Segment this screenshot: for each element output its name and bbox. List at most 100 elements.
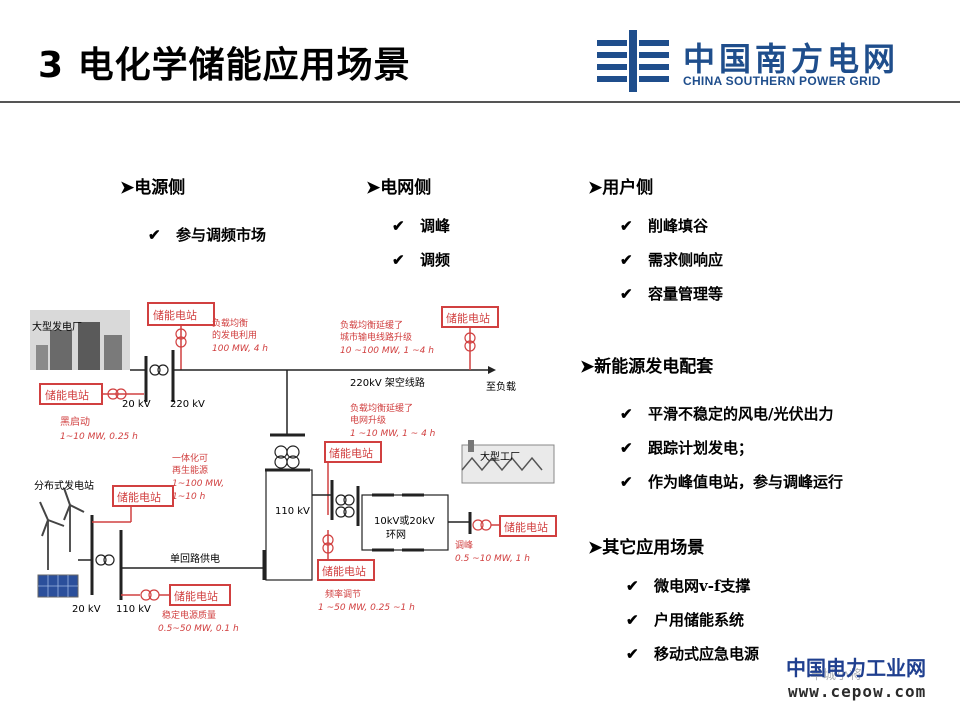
user-item-label: 需求侧响应	[648, 251, 724, 269]
other-item: ✔ 移动式应急电源	[626, 643, 759, 664]
source-item-label: 参与调频市场	[176, 226, 267, 244]
user-item: ✔ 容量管理等	[620, 283, 723, 304]
single-supply-label: 单回路供电	[170, 552, 220, 565]
distributed-label: 分布式发电站	[34, 479, 94, 492]
grid-item: ✔ 调频	[392, 249, 450, 270]
balance-gen-spec: 100 MW, 4 h	[212, 344, 268, 354]
balance-city-line1: 负载均衡延缓了	[340, 319, 403, 331]
factory-label: 大型工厂	[480, 450, 520, 463]
wechat-watermark: 丰城小将	[810, 668, 863, 683]
other-item-label: 微电网v-f支撑	[654, 577, 751, 595]
renewable-item: ✔ 平滑不稳定的风电/光伏出力	[620, 403, 833, 424]
power-plant-icon	[30, 310, 130, 370]
check-icon: ✔	[620, 251, 633, 269]
check-icon: ✔	[620, 405, 633, 423]
storage-box	[324, 441, 382, 463]
line220-label: 220kV 架空线路	[350, 376, 425, 389]
storage-box	[169, 584, 231, 606]
balance-net-line1: 负载均衡延缓了	[350, 402, 413, 414]
kv20-label: 20 kV	[122, 399, 151, 410]
storage-label: 储能电站	[329, 446, 373, 460]
storage-label: 储能电站	[174, 589, 218, 603]
grid-item-label: 调峰	[420, 217, 451, 235]
grid-item-label: 调频	[420, 251, 451, 269]
other-item-label: 移动式应急电源	[654, 645, 760, 663]
other-item: ✔ 户用储能系统	[626, 609, 744, 630]
header-divider	[0, 101, 960, 103]
user-item-label: 容量管理等	[648, 285, 724, 303]
source-side-heading: ➤电源侧	[120, 178, 186, 198]
page-title: 3 电化学储能应用场景	[38, 45, 411, 86]
renewable-item-label: 作为峰值电站，参与调峰运行	[648, 473, 844, 491]
check-icon: ✔	[626, 611, 639, 629]
kv220-label: 220 kV	[170, 399, 205, 410]
renewable-item-label: 平滑不稳定的风电/光伏出力	[648, 405, 834, 423]
renewable-item: ✔ 作为峰值电站，参与调峰运行	[620, 471, 843, 492]
user-item: ✔ 削峰填谷	[620, 215, 708, 236]
logo-emblem-icon	[597, 30, 669, 92]
watermark-en: www.cepow.com	[788, 682, 927, 701]
storage-label: 储能电站	[45, 388, 89, 402]
to-load-label: 至负载	[486, 380, 516, 393]
check-icon: ✔	[148, 226, 161, 244]
ring-line2: 环网	[386, 529, 406, 541]
freq-label: 频率调节	[325, 588, 361, 600]
balance-city-spec: 10 ~100 MW, 1 ~4 h	[340, 346, 434, 356]
renewable-item-label: 跟踪计划发电；	[648, 439, 754, 457]
storage-label: 储能电站	[446, 311, 490, 325]
check-icon: ✔	[620, 285, 633, 303]
stable-spec: 0.5~50 MW, 0.1 h	[158, 624, 239, 634]
renewable-heading: ➤新能源发电配套	[580, 357, 714, 377]
peak-spec: 0.5 ~10 MW, 1 h	[455, 554, 530, 564]
substation-110kv	[265, 469, 313, 581]
blackstart-spec: 1~10 MW, 0.25 h	[60, 432, 138, 442]
user-side-heading: ➤用户侧	[588, 178, 654, 198]
logo-text-en: CHINA SOUTHERN POWER GRID	[683, 74, 881, 88]
integrate-spec2: 1~10 h	[172, 492, 206, 502]
storage-application-diagram: 大型发电厂 储能电站 负载均衡 的发电利用 100 MW, 4 h 储能电站 黑…	[30, 302, 557, 634]
integrate-line1: 一体化可	[172, 452, 208, 464]
peak-label: 调峰	[455, 540, 473, 551]
check-icon: ✔	[620, 439, 633, 457]
logo-text-cn: 中国南方电网	[683, 40, 900, 78]
integrate-spec1: 1~100 MW,	[172, 479, 224, 489]
storage-box	[499, 515, 557, 537]
balance-net-line2: 电网升级	[350, 414, 386, 426]
company-logo: 中国南方电网 CHINA SOUTHERN POWER GRID	[595, 28, 925, 94]
kv20-label-lower: 20 kV	[72, 604, 101, 615]
storage-label: 储能电站	[153, 308, 197, 322]
factory-icon	[461, 440, 555, 484]
check-icon: ✔	[392, 251, 405, 269]
check-icon: ✔	[392, 217, 405, 235]
balance-city-line2: 城市输电线路升级	[340, 331, 412, 343]
user-item-label: 削峰填谷	[648, 217, 709, 235]
balance-gen-line2: 的发电利用	[212, 329, 257, 341]
grid-side-heading: ➤电网侧	[366, 178, 432, 198]
balance-gen-line1: 负载均衡	[212, 317, 248, 329]
check-icon: ✔	[620, 217, 633, 235]
stable-label: 稳定电源质量	[162, 609, 216, 621]
storage-box	[112, 485, 174, 507]
renewable-item: ✔ 跟踪计划发电；	[620, 437, 753, 458]
other-item: ✔ 微电网v-f支撑	[626, 575, 750, 596]
user-item: ✔ 需求侧响应	[620, 249, 723, 270]
storage-label: 储能电站	[117, 490, 161, 504]
check-icon: ✔	[626, 645, 639, 663]
watermark-cn: 中国电力工业网	[786, 656, 926, 680]
wind-turbine-icon	[39, 487, 85, 570]
solar-panel-icon	[37, 574, 79, 598]
blackstart-label: 黑启动	[60, 415, 90, 428]
balance-net-spec: 1 ~10 MW, 1 ~ 4 h	[350, 429, 436, 439]
source-item: ✔ 参与调频市场	[148, 224, 266, 245]
freq-spec: 1 ~50 MW, 0.25 ~1 h	[318, 603, 415, 613]
grid-item: ✔ 调峰	[392, 215, 450, 236]
integrate-line2: 再生能源	[172, 464, 208, 476]
storage-box	[317, 559, 375, 581]
other-heading: ➤其它应用场景	[588, 538, 705, 558]
check-icon: ✔	[626, 577, 639, 595]
check-icon: ✔	[620, 473, 633, 491]
kv110-label: 110 kV	[275, 506, 310, 517]
other-item-label: 户用储能系统	[654, 611, 745, 629]
plant-label: 大型发电厂	[32, 320, 82, 333]
ring-line1: 10kV或20kV	[374, 515, 435, 527]
